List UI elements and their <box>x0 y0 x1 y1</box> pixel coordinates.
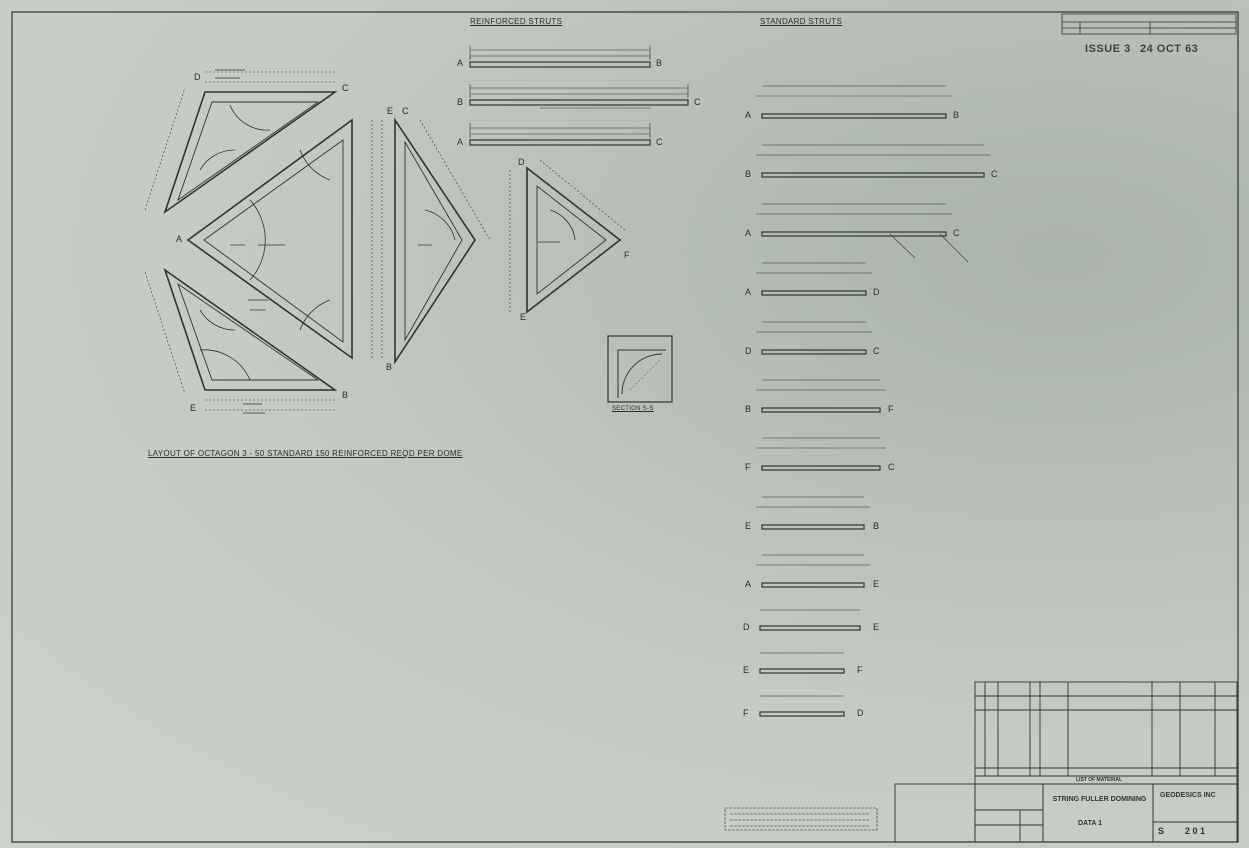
lower-left-triangle <box>163 267 338 391</box>
octagon-layout <box>163 91 622 391</box>
standard-strut-7-from: F <box>745 462 751 472</box>
standard-strut-7-to: C <box>888 462 895 472</box>
standard-struts-title: STANDARD STRUTS <box>760 17 843 26</box>
standard-strut-5-from: D <box>745 346 752 356</box>
standard-strut-6-from: B <box>745 404 752 414</box>
list-of-material-heading: LIST OF MATERIAL <box>1076 777 1123 783</box>
issue-label: ISSUE 3 <box>1085 43 1131 55</box>
title-block <box>894 681 1238 843</box>
drawing-title: STRING FULLER DOMINING <box>1052 796 1147 803</box>
vertex-label: A <box>176 234 183 244</box>
drawing-subtitle: DATA 1 <box>1078 820 1102 827</box>
standard-strut-10-from: D <box>743 622 750 632</box>
standard-strut-11-from: E <box>743 665 750 675</box>
reinforced-strut-3-to: C <box>656 137 663 147</box>
sheet-border <box>11 11 1239 843</box>
reinforced-struts-diagram <box>469 61 689 146</box>
standard-strut-12-to: D <box>857 708 864 718</box>
standard-struts-dimensions <box>756 85 990 697</box>
standard-strut-4-from: A <box>745 287 752 297</box>
right-triangle <box>394 117 476 365</box>
upper-left-triangle <box>163 91 338 215</box>
standard-strut-1-from: A <box>745 110 752 120</box>
section-detail <box>607 335 673 403</box>
company-name: GEODESICS INC <box>1160 792 1216 799</box>
standard-struts-diagram <box>759 113 985 717</box>
vertex-label: C <box>402 106 409 116</box>
small-triangle <box>526 166 622 314</box>
vertex-label: E <box>520 312 527 322</box>
drawing-number: 2 0 1 <box>1185 826 1206 836</box>
standard-strut-1-to: B <box>953 110 960 120</box>
standard-strut-4-to: D <box>873 287 880 297</box>
issue-date: 24 OCT 63 <box>1140 43 1199 55</box>
central-triangle-inner <box>203 139 344 343</box>
reinforced-struts-title: REINFORCED STRUTS <box>470 17 563 26</box>
standard-strut-5-to: C <box>873 346 880 356</box>
standard-strut-3-from: A <box>745 228 752 238</box>
reinforced-strut-3-from: A <box>457 137 464 147</box>
section-label: SECTION S-S <box>612 406 654 412</box>
vertex-label: C <box>342 83 349 93</box>
standard-strut-2-from: B <box>745 169 752 179</box>
reinforced-strut-1-to: B <box>656 58 663 68</box>
vertex-label: D <box>518 157 525 167</box>
standard-strut-11-to: F <box>857 665 863 675</box>
standard-strut-9-to: E <box>873 579 880 589</box>
vertex-label: E <box>190 403 197 413</box>
standard-strut-6-to: F <box>888 404 894 414</box>
vertex-label: D <box>194 72 201 82</box>
standard-strut-2-to: C <box>991 169 998 179</box>
vertex-label: F <box>624 250 630 260</box>
reinforced-strut-2-to: C <box>694 97 701 107</box>
sheet-label: S <box>1158 826 1165 836</box>
standard-strut-9-from: A <box>745 579 752 589</box>
standard-strut-12-from: F <box>743 708 749 718</box>
revision-block <box>1061 13 1237 35</box>
standard-strut-8-from: E <box>745 521 752 531</box>
vertex-label: B <box>342 390 349 400</box>
reinforced-strut-1-from: A <box>457 58 464 68</box>
reinforced-strut-2-from: B <box>457 97 464 107</box>
standard-strut-10-to: E <box>873 622 880 632</box>
standard-strut-3-to: C <box>953 228 960 238</box>
central-triangle <box>186 118 353 360</box>
vertex-label: B <box>386 362 393 372</box>
layout-caption: LAYOUT OF OCTAGON 3 - 50 STANDARD 150 RE… <box>148 449 463 458</box>
vertex-label: E <box>387 106 394 116</box>
standard-strut-8-to: B <box>873 521 880 531</box>
